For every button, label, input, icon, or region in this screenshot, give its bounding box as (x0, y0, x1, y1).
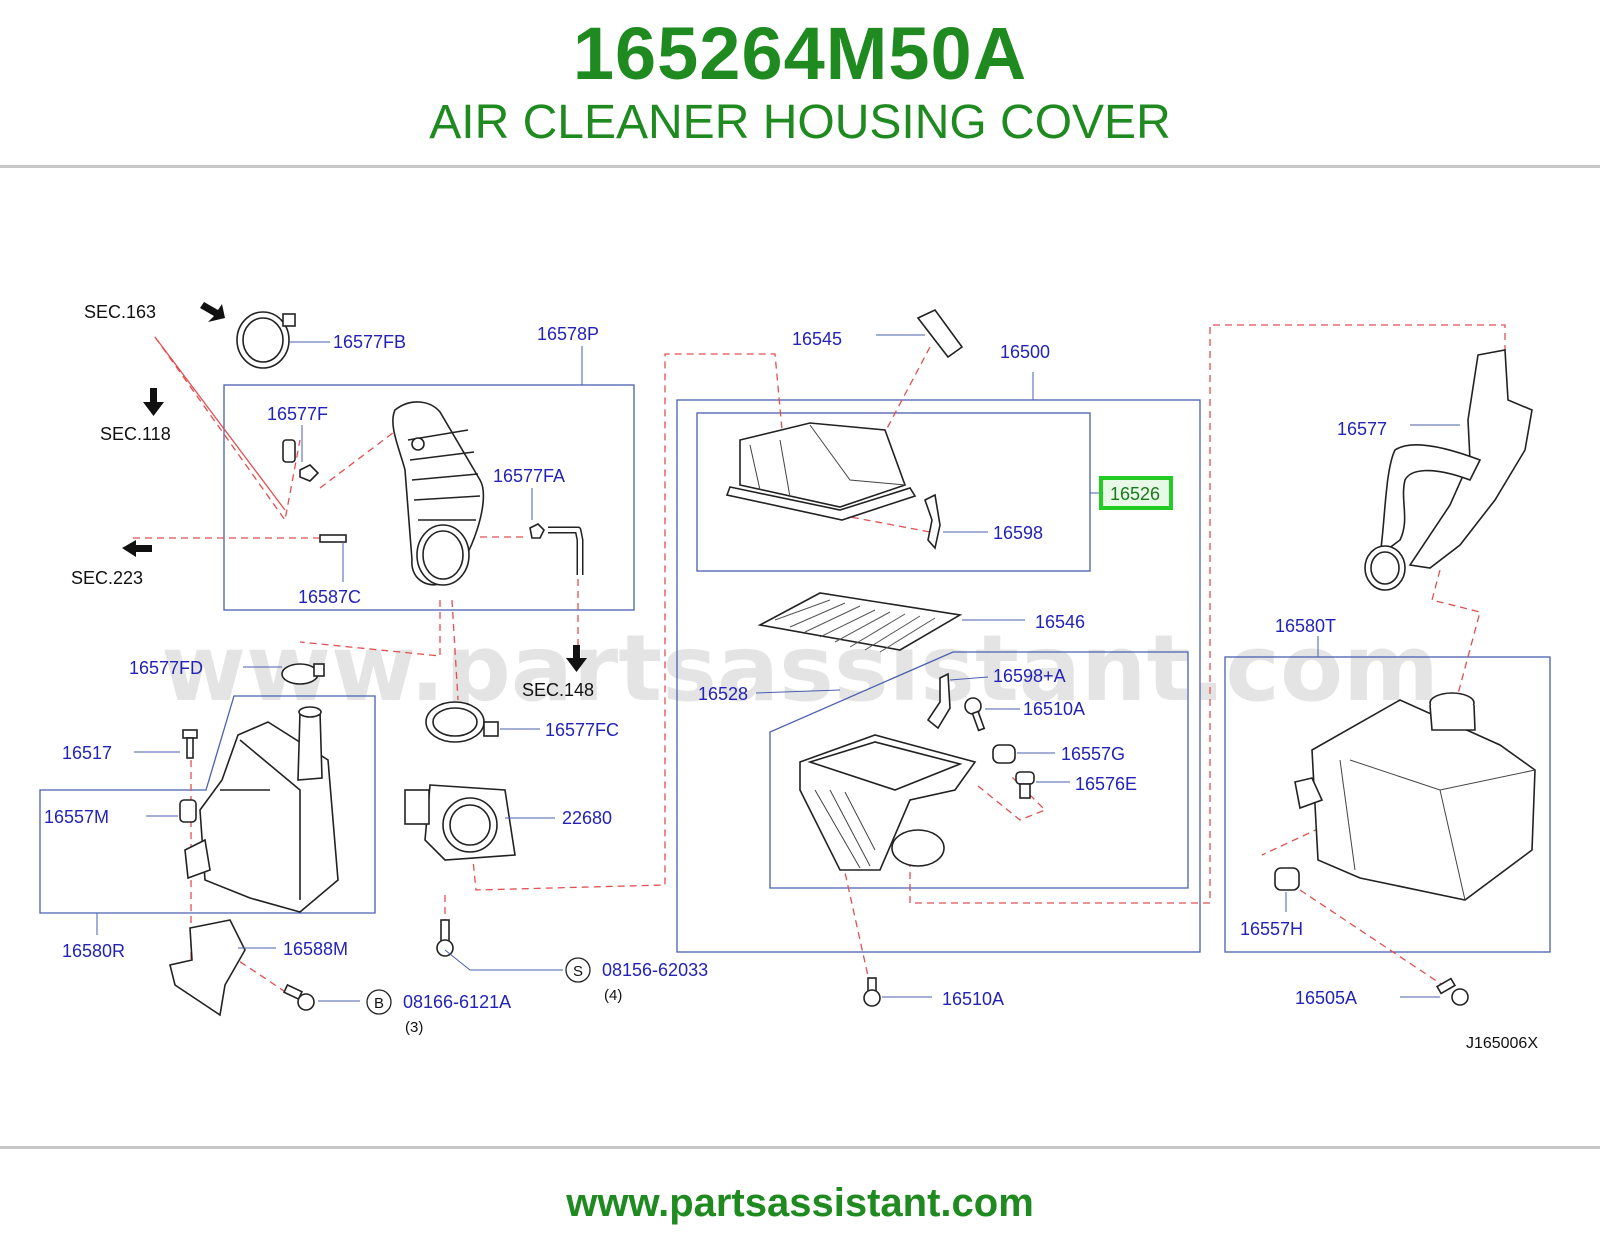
label-16577F[interactable]: 16577F (267, 404, 328, 424)
grommet-16557M[interactable] (179, 799, 197, 823)
seal-16598A[interactable] (926, 672, 951, 730)
label-16577FC[interactable]: 16577FC (545, 720, 619, 740)
header-divider (0, 165, 1600, 168)
air-cleaner-case-16528[interactable] (799, 734, 977, 871)
label-16557M[interactable]: 16557M (44, 807, 109, 827)
bolt-08156-62033[interactable] (436, 919, 454, 957)
label-16598A[interactable]: 16598+A (993, 666, 1066, 686)
label-16587C[interactable]: 16587C (298, 587, 361, 607)
bolt-16510A-top[interactable] (964, 697, 986, 732)
group-box-16500 (676, 399, 1201, 953)
label-16510A-bottom[interactable]: 16510A (942, 989, 1004, 1009)
hose-16577FA[interactable] (529, 523, 584, 575)
clamp-16577FB[interactable] (236, 311, 296, 369)
label-16577FA[interactable]: 16577FA (493, 466, 565, 486)
part-number-title: 165264M50A (572, 12, 1028, 95)
arrow-sec223-icon (122, 540, 152, 557)
bolt-16505A[interactable] (1435, 977, 1469, 1006)
grommet-16557H[interactable] (1274, 867, 1300, 891)
footer-url[interactable]: www.partsassistant.com (566, 1181, 1034, 1225)
resonator-16580R[interactable] (184, 706, 339, 913)
group-box-16580R (39, 695, 376, 914)
arrow-sec118-icon (143, 388, 164, 416)
part-name-subtitle: AIR CLEANER HOUSING COVER (429, 96, 1171, 149)
label-16577[interactable]: 16577 (1337, 419, 1387, 439)
bolt-s-qty: (4) (604, 987, 622, 1004)
resonator-16580T[interactable] (1294, 692, 1536, 901)
fastener-callout-s[interactable]: S 08156-62033 (4) (565, 957, 708, 1004)
sec-148-label[interactable]: SEC.148 (522, 680, 594, 700)
label-16578P[interactable]: 16578P (537, 324, 599, 344)
label-16510A-top[interactable]: 16510A (1023, 699, 1085, 719)
arrow-sec163-icon (200, 302, 225, 322)
label-16576E[interactable]: 16576E (1075, 774, 1137, 794)
label-16505A[interactable]: 16505A (1295, 988, 1357, 1008)
bolt-s-marker-icon (565, 957, 591, 983)
label-16598[interactable]: 16598 (993, 523, 1043, 543)
pin-16576E[interactable] (1015, 771, 1035, 799)
clamp-16577FC[interactable] (425, 701, 499, 743)
label-sticker-16545[interactable] (916, 308, 964, 359)
label-16526[interactable]: 16526 (1110, 484, 1160, 504)
tube-16587C[interactable] (319, 534, 347, 543)
highlight-box-16526 (1099, 476, 1173, 510)
page-header: 165264M50A AIR CLEANER HOUSING COVER (0, 0, 1600, 170)
group-box-16528 (769, 651, 1189, 889)
label-16500[interactable]: 16500 (1000, 342, 1050, 362)
arrow-sec148-icon (566, 645, 587, 672)
group-box-16580T (1224, 656, 1551, 953)
clamp-16577FD[interactable] (281, 663, 325, 685)
label-16557H[interactable]: 16557H (1240, 919, 1303, 939)
label-16588M[interactable]: 16588M (283, 939, 348, 959)
clip-16577F[interactable] (282, 439, 320, 482)
diagram-code: J165006X (1466, 1035, 1538, 1052)
group-box-16526 (696, 412, 1091, 572)
sec-223-label[interactable]: SEC.223 (71, 568, 143, 588)
bolt-b-qty: (3) (405, 1019, 423, 1036)
group-box-16578P (223, 384, 635, 611)
throttle-body-22680[interactable] (404, 784, 516, 861)
bolt-b-number: 08166-6121A (403, 992, 511, 1012)
bolt-b-marker: B (374, 995, 384, 1012)
filter-element-16546[interactable] (757, 592, 963, 653)
label-16517[interactable]: 16517 (62, 743, 112, 763)
bolt-08166-6121A[interactable] (282, 983, 315, 1011)
seal-16598[interactable] (924, 493, 941, 550)
direction-arrows (122, 302, 587, 672)
label-16580T[interactable]: 16580T (1275, 616, 1336, 636)
inlet-duct-16577[interactable] (1364, 349, 1533, 591)
label-16580R[interactable]: 16580R (62, 941, 125, 961)
label-16577FB[interactable]: 16577FB (333, 332, 406, 352)
fastener-callout-b[interactable]: B 08166-6121A (3) (366, 989, 511, 1036)
bolt-b-marker-icon (366, 989, 392, 1015)
label-16528[interactable]: 16528 (698, 684, 748, 704)
bolt-16510A-bottom[interactable] (863, 977, 881, 1007)
cover-16526[interactable] (725, 422, 917, 521)
bolt-16517[interactable] (182, 729, 198, 759)
leader-lines (96, 334, 1460, 1002)
bolt-s-number: 08156-62033 (602, 960, 708, 980)
label-22680[interactable]: 22680 (562, 808, 612, 828)
air-duct-16578P[interactable] (392, 401, 485, 586)
bolt-s-marker: S (573, 963, 583, 980)
label-16557G[interactable]: 16557G (1061, 744, 1125, 764)
label-16577FD[interactable]: 16577FD (129, 658, 203, 678)
footer-divider (0, 1146, 1600, 1149)
label-16545[interactable]: 16545 (792, 329, 842, 349)
label-16546[interactable]: 16546 (1035, 612, 1085, 632)
grommet-16557G[interactable] (992, 744, 1016, 764)
sec-118-label[interactable]: SEC.118 (100, 424, 171, 444)
assembly-dashed-lines (133, 324, 1506, 996)
bracket-16588M[interactable] (169, 919, 246, 1017)
sec-163-label[interactable]: SEC.163 (84, 302, 156, 322)
